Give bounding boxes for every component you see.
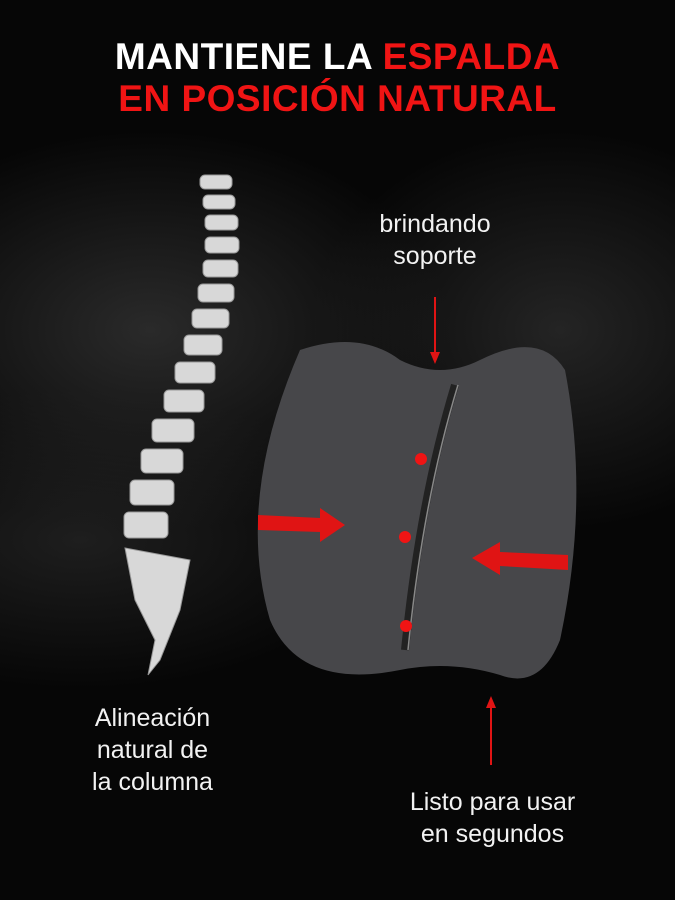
lumbar-cushion [257, 342, 577, 679]
support-label: brindando soporte [350, 208, 520, 272]
seam-dot [399, 531, 411, 543]
label-line: Listo para usar [409, 788, 576, 816]
label-line: brindando [379, 210, 491, 238]
headline-white: MANTIENE LA [114, 36, 383, 77]
arrow-left-icon [472, 542, 568, 575]
label-line: la columna [92, 768, 213, 796]
headline: MANTIENE LA ESPALDA EN POSICIÓN NATURAL [0, 36, 675, 120]
label-line: natural de [96, 736, 209, 764]
label-line: soporte [393, 242, 477, 270]
ready-label: Listo para usar en segundos [380, 786, 605, 850]
headline-line2: EN POSICIÓN NATURAL [118, 78, 557, 119]
arrows [258, 297, 568, 765]
spine-illustration [123, 174, 240, 676]
headline-red: ESPALDA [382, 36, 561, 77]
arrow-right-icon [258, 508, 345, 542]
seam-dot [415, 453, 427, 465]
alignment-label: Alineación natural de la columna [60, 702, 245, 798]
label-line: Alineación [94, 704, 211, 732]
seam-dot [400, 620, 412, 632]
label-line: en segundos [420, 820, 565, 848]
